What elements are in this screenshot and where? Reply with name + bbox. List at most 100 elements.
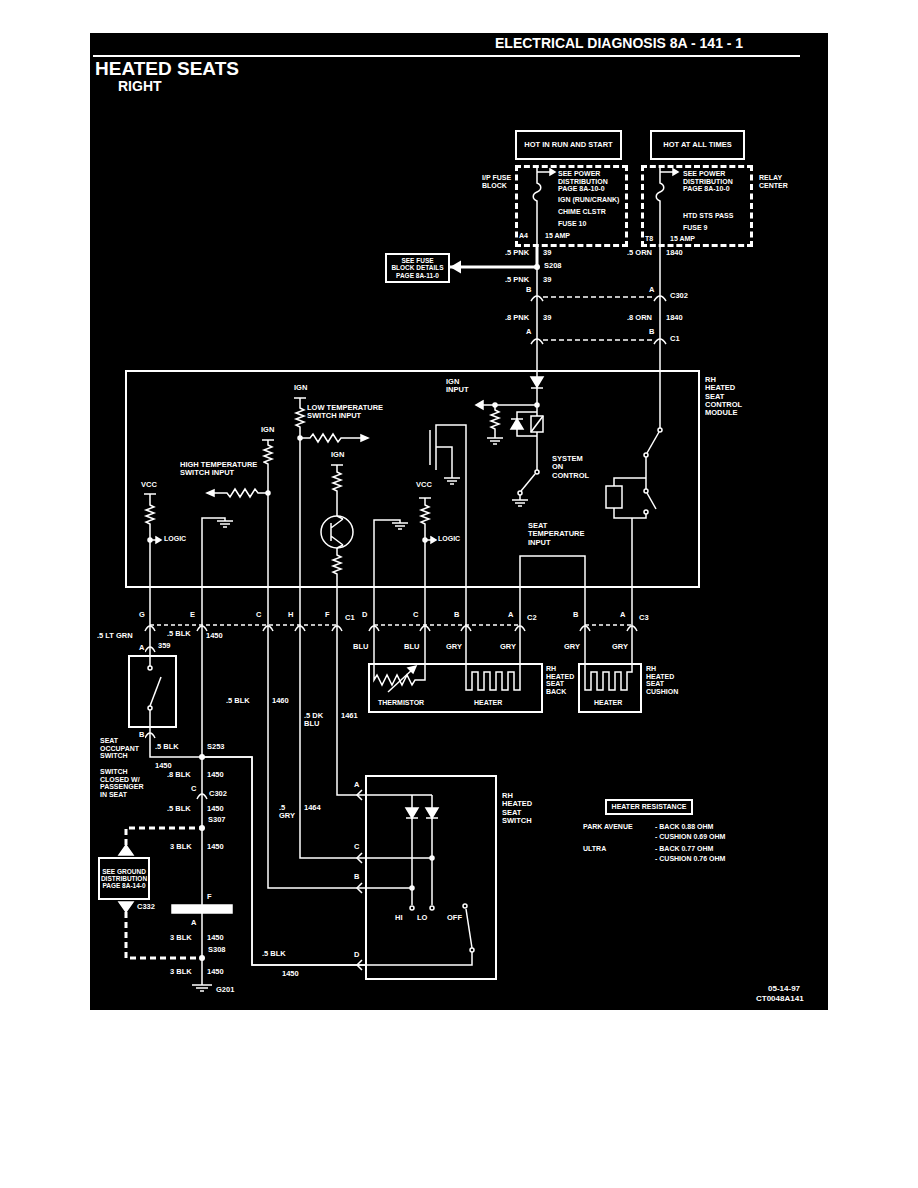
wire-label: 1450: [206, 968, 225, 976]
wire-label: 1840: [665, 314, 684, 322]
wire-label: .5 BLK: [166, 630, 192, 638]
wire-label: C: [255, 611, 262, 619]
wire-connector: [374, 588, 375, 663]
wire-label: SYSTEM ON CONTROL: [551, 455, 597, 480]
wire-label: 359: [157, 642, 172, 650]
wire-label: - BACK 0.88 OHM: [654, 823, 714, 831]
wire-label: .5 LT GRN: [96, 632, 134, 640]
box-text: LO: [417, 914, 427, 922]
wire-label: .5 BLK: [261, 950, 287, 958]
wire-label: .5 BLK: [166, 805, 192, 813]
box-text: CHIME CLSTR: [558, 208, 606, 216]
wire-label: GRY: [445, 643, 463, 651]
wire-label: IGN INPUT: [445, 378, 475, 395]
wire-label: IGN: [260, 426, 275, 434]
wire-label: 39: [542, 276, 552, 284]
wire-label: C1: [344, 614, 356, 622]
wire-label: .8 ORN: [626, 314, 653, 322]
wire-label: .5 DK BLU: [303, 712, 333, 729]
wire-connector: [466, 588, 467, 663]
wire-label: ULTRA: [582, 845, 607, 853]
wire-label: A: [138, 644, 145, 652]
wire-label: S307: [207, 816, 227, 824]
wire-label: 39: [542, 314, 552, 322]
wire-label: 1461: [340, 712, 359, 720]
box-label: SEAT OCCUPANT SWITCH: [100, 737, 140, 760]
box-label: HEATER RESISTANCE: [612, 803, 687, 811]
box-text: FUSE 9: [683, 224, 708, 232]
wire-label: .5 ORN: [626, 249, 653, 257]
control-module: RH HEATED SEAT CONTROL MODULE: [125, 370, 700, 588]
wire-label: B: [453, 611, 460, 619]
power-source-box: HOT IN RUN AND START: [515, 130, 622, 160]
wire-line: [465, 588, 467, 663]
box-text: HEATER: [474, 699, 502, 707]
wire-line: [268, 588, 365, 888]
wire-label: F: [324, 611, 331, 619]
wire-connector: [268, 588, 365, 888]
box-text: 15 AMP: [545, 232, 570, 240]
box-text: A4: [519, 232, 528, 240]
wire-label: GRY: [499, 643, 517, 651]
wire-connector: [150, 588, 151, 655]
box-label: RELAY CENTER: [759, 174, 793, 189]
wire-label: VCC: [415, 481, 433, 489]
box-text: THERMISTOR: [378, 699, 424, 707]
wire-label: C1: [669, 335, 681, 343]
wire-label: 1450: [206, 934, 225, 942]
wire-line: [300, 588, 365, 858]
wire-label: 1450: [154, 762, 173, 770]
wire-label: G: [138, 611, 146, 619]
wire-label: BLU: [352, 643, 369, 651]
wire-label: .5 BLK: [154, 743, 180, 751]
wire-label: A: [190, 919, 197, 927]
wire-label: A: [619, 611, 626, 619]
power-source-box: HOT AT ALL TIMES: [650, 130, 745, 160]
wire-label: C2: [526, 614, 538, 622]
wire-connector: [660, 247, 661, 370]
wire-line: [150, 728, 365, 965]
wire-label: A: [648, 286, 655, 294]
wire-label: .5 PNK: [504, 249, 530, 257]
wire-label: LOW TEMPERATURE SWITCH INPUT: [306, 404, 386, 421]
wire-label: 05-14-97: [767, 985, 801, 994]
wire-label: IGN: [330, 451, 345, 459]
box-label: RH HEATED SEAT CONTROL MODULE: [705, 376, 747, 417]
seat-back-element: RH HEATED SEAT BACKTHERMISTORHEATER: [368, 663, 543, 713]
wire-label: S208: [543, 262, 563, 270]
box-text: SWITCH CLOSED W/ PASSENGER IN SEAT: [100, 768, 148, 799]
box-label: RH HEATED SEAT BACK: [546, 665, 576, 696]
wire-label: HIGH TEMPERATURE SWITCH INPUT: [179, 461, 263, 478]
wire-label: S253: [206, 743, 226, 751]
wire-label: B: [138, 731, 145, 739]
box-label: HOT AT ALL TIMES: [663, 141, 731, 149]
wire-label: 1450: [205, 632, 224, 640]
reference-box: SEE FUSE BLOCK DETAILS PAGE 8A-11-0: [385, 253, 450, 283]
wire-line: [149, 588, 151, 655]
wire-label: 1450: [206, 843, 225, 851]
arrow-head: [450, 260, 461, 273]
wire-line: [519, 588, 521, 663]
wire-line: [659, 247, 661, 370]
wire-label: .5 BLK: [225, 697, 251, 705]
box-text: HTD STS PASS: [683, 212, 733, 220]
heading-label: RIGHT: [117, 79, 163, 94]
box-text: 15 AMP: [670, 235, 695, 243]
wire-line: [424, 588, 426, 663]
wire-label: H: [287, 611, 294, 619]
wire-label: A: [507, 611, 514, 619]
wire-label: 1450: [206, 771, 225, 779]
box-text: SEE POWER DISTRIBUTION PAGE 8A-10-0: [558, 170, 622, 193]
box-text: OFF: [447, 914, 462, 922]
wire-label: C: [353, 843, 360, 851]
wire-connector: [300, 588, 365, 858]
box-text: FUSE 10: [558, 220, 586, 228]
wire-label: LOGIC: [163, 535, 187, 543]
wire-connector: [520, 588, 521, 663]
wire-label: B: [572, 611, 579, 619]
wire-connector: [585, 588, 586, 663]
seat-cushion-element: RH HEATED SEAT CUSHIONHEATER: [578, 663, 642, 713]
wire-label: C302: [208, 790, 228, 798]
relay-center: RELAY CENTERSEE POWER DISTRIBUTION PAGE …: [641, 165, 753, 247]
wire-line: [584, 588, 586, 663]
